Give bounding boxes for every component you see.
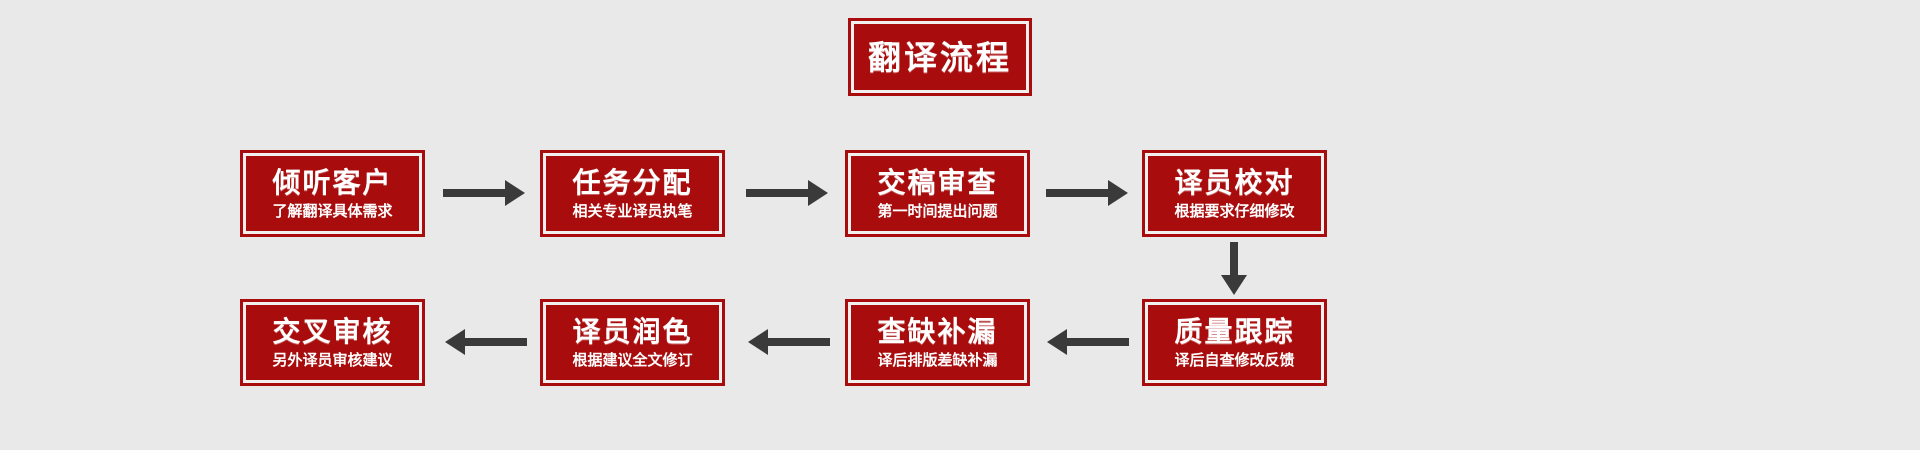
arrow-shaft — [768, 338, 830, 346]
step-title: 查缺补漏 — [877, 316, 998, 347]
flowchart-title-text: 翻译流程 — [868, 38, 1012, 76]
step-cross-review[interactable]: 交叉审核 另外译员审核建议 — [240, 299, 425, 386]
step-subtitle: 另外译员审核建议 — [272, 352, 393, 369]
step-submission-review[interactable]: 交稿审查 第一时间提出问题 — [845, 150, 1030, 237]
arrow-shaft — [1230, 242, 1238, 275]
arrow-shaft — [746, 189, 808, 197]
step-subtitle: 译后自查修改反馈 — [1174, 352, 1295, 369]
arrow-left-icon — [748, 329, 830, 355]
arrow-left-icon — [1047, 329, 1129, 355]
step-listen-client[interactable]: 倾听客户 了解翻译具体需求 — [240, 150, 425, 237]
step-title: 质量跟踪 — [1174, 316, 1295, 347]
arrow-head — [808, 180, 828, 206]
step-title: 译员润色 — [572, 316, 693, 347]
step-title: 译员校对 — [1174, 167, 1295, 198]
step-title: 任务分配 — [572, 167, 693, 198]
step-gap-check[interactable]: 查缺补漏 译后排版差缺补漏 — [845, 299, 1030, 386]
arrow-head — [505, 180, 525, 206]
arrow-right-icon — [746, 180, 828, 206]
arrow-right-icon — [1046, 180, 1128, 206]
step-quality-tracking[interactable]: 质量跟踪 译后自查修改反馈 — [1142, 299, 1327, 386]
arrow-head — [748, 329, 768, 355]
arrow-shaft — [465, 338, 527, 346]
arrow-head — [1047, 329, 1067, 355]
step-subtitle: 根据建议全文修订 — [572, 352, 693, 369]
step-subtitle: 第一时间提出问题 — [877, 203, 998, 220]
step-title: 交稿审查 — [877, 167, 998, 198]
arrow-down-icon — [1221, 242, 1247, 295]
step-title: 交叉审核 — [272, 316, 393, 347]
step-translator-proofread[interactable]: 译员校对 根据要求仔细修改 — [1142, 150, 1327, 237]
step-task-assignment[interactable]: 任务分配 相关专业译员执笔 — [540, 150, 725, 237]
arrow-head — [445, 329, 465, 355]
arrow-left-icon — [445, 329, 527, 355]
step-subtitle: 相关专业译员执笔 — [572, 203, 693, 220]
flowchart-title-box: 翻译流程 — [848, 18, 1032, 96]
step-title: 倾听客户 — [272, 167, 393, 198]
arrow-right-icon — [443, 180, 525, 206]
arrow-head — [1108, 180, 1128, 206]
arrow-shaft — [443, 189, 505, 197]
step-subtitle: 根据要求仔细修改 — [1174, 203, 1295, 220]
arrow-head — [1221, 275, 1247, 295]
step-subtitle: 了解翻译具体需求 — [272, 203, 393, 220]
step-subtitle: 译后排版差缺补漏 — [877, 352, 998, 369]
arrow-shaft — [1046, 189, 1108, 197]
step-translator-polish[interactable]: 译员润色 根据建议全文修订 — [540, 299, 725, 386]
arrow-shaft — [1067, 338, 1129, 346]
